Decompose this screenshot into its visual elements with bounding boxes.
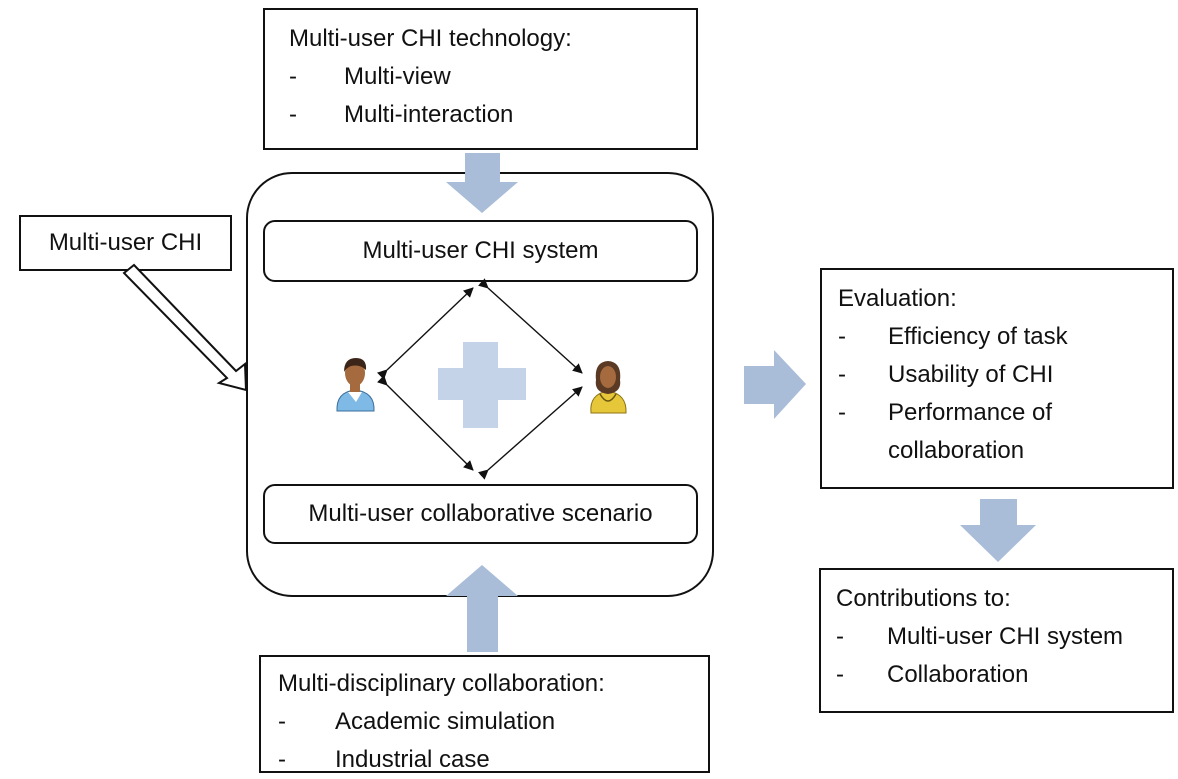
list-item-text: Industrial case xyxy=(335,746,490,773)
list-bullet: - xyxy=(838,323,846,350)
technology-box-title: Multi-user CHI technology: xyxy=(289,25,572,52)
list-item-text: Usability of CHI xyxy=(888,361,1054,388)
list-item: - Usability of CHI xyxy=(838,356,1172,394)
list-item-text: Performance of xyxy=(888,399,1053,426)
block-arrow-right xyxy=(744,350,806,419)
list-item-text: Efficiency of task xyxy=(888,323,1068,350)
discipline-box: Multi-disciplinary collaboration: - Acad… xyxy=(259,655,710,773)
evaluation-list: - Efficiency of task - Usability of CHI … xyxy=(838,318,1172,470)
scenario-box: Multi-user collaborative scenario xyxy=(263,484,698,544)
list-item-text: Academic simulation xyxy=(335,708,556,735)
list-item: - Collaboration xyxy=(836,656,1172,694)
contributions-box-title: Contributions to: xyxy=(836,585,1011,612)
list-bullet: - xyxy=(836,623,844,650)
list-item-text: collaboration xyxy=(888,437,1025,464)
technology-box: Multi-user CHI technology: - Multi-view … xyxy=(263,8,698,150)
list-item: - Multi-user CHI system xyxy=(836,618,1172,656)
discipline-box-title: Multi-disciplinary collaboration: xyxy=(278,670,605,697)
contributions-box: Contributions to: - Multi-user CHI syste… xyxy=(819,568,1174,713)
list-item: - Industrial case xyxy=(278,741,708,779)
list-item: - Multi-interaction xyxy=(289,96,696,134)
list-item-text: Multi-view xyxy=(344,63,451,90)
contributions-list: - Multi-user CHI system - Collaboration xyxy=(836,618,1172,694)
list-item: collaboration xyxy=(838,432,1172,470)
list-bullet: - xyxy=(278,746,286,773)
hollow-pointer-arrow xyxy=(122,263,248,392)
discipline-list: - Academic simulation - Industrial case xyxy=(278,703,708,779)
system-box: Multi-user CHI system xyxy=(263,220,698,282)
list-item: - Academic simulation xyxy=(278,703,708,741)
list-bullet: - xyxy=(838,361,846,388)
list-bullet: - xyxy=(289,101,297,128)
list-item-text: Multi-interaction xyxy=(344,101,514,128)
list-bullet: - xyxy=(836,661,844,688)
list-bullet: - xyxy=(278,708,286,735)
list-item: - Performance of xyxy=(838,394,1172,432)
list-item-text: Multi-user CHI system xyxy=(887,623,1124,650)
evaluation-box: Evaluation: - Efficiency of task - Usabi… xyxy=(820,268,1174,489)
list-bullet: - xyxy=(289,63,297,90)
list-item: - Multi-view xyxy=(289,58,696,96)
list-item: - Efficiency of task xyxy=(838,318,1172,356)
list-item-text: Collaboration xyxy=(887,661,1029,688)
block-arrow-down-2 xyxy=(960,499,1036,562)
evaluation-box-title: Evaluation: xyxy=(838,285,957,312)
multi-user-chi-label: Multi-user CHI xyxy=(19,215,232,271)
list-bullet: - xyxy=(838,399,846,426)
technology-list: - Multi-view - Multi-interaction xyxy=(289,58,696,134)
